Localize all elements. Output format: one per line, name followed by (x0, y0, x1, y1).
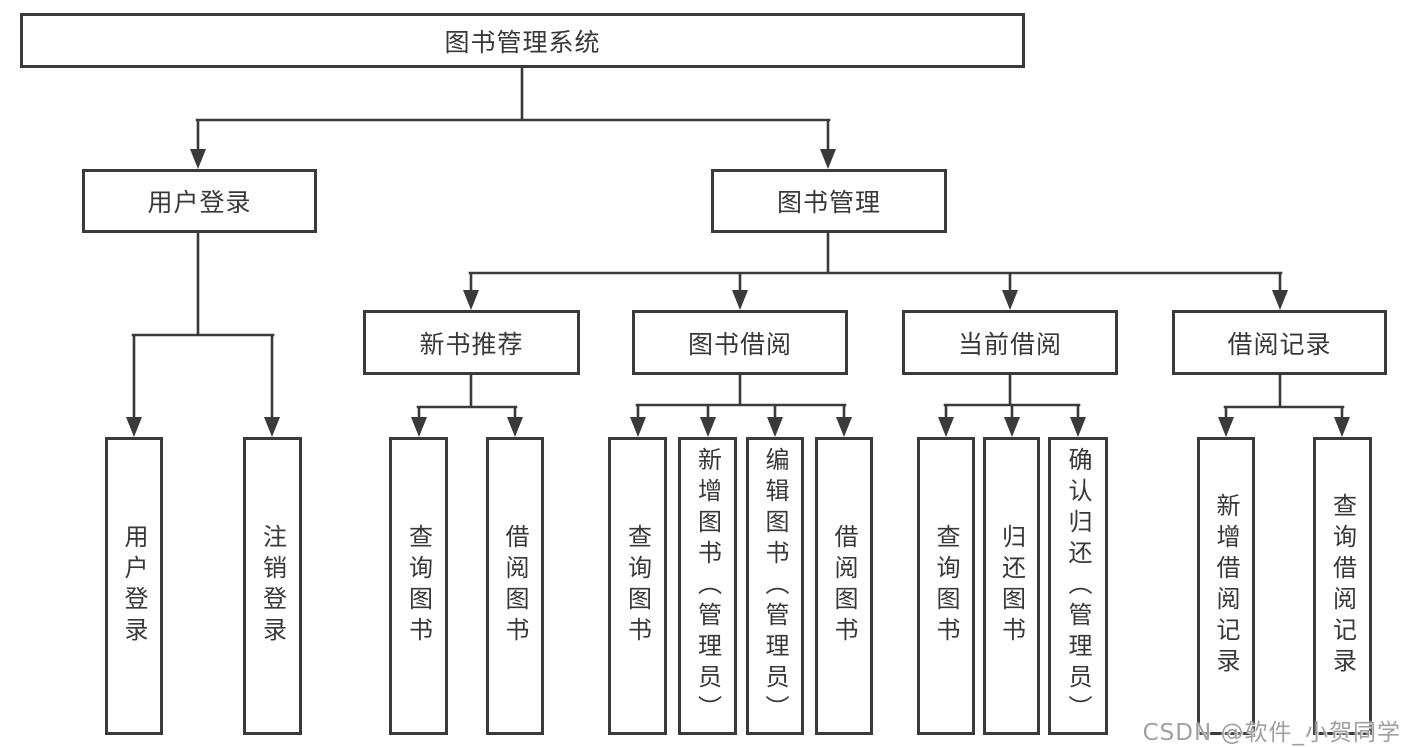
arrowhead-down-icon (938, 417, 954, 437)
leaf-query-books-current: 查询图书 (917, 437, 975, 735)
node-current-borrowing-label: 当前借阅 (957, 329, 1062, 359)
node-new-book-recommendation: 新书推荐 (363, 310, 580, 375)
arrowhead-down-icon (463, 290, 479, 310)
arrowhead-down-icon (820, 149, 836, 169)
connector-line (635, 373, 847, 421)
arrowhead-down-icon (190, 149, 206, 169)
leaf-query-books-borrowing: 查询图书 (608, 437, 667, 735)
leaf-borrow-books-recommend: 借阅图书 (486, 437, 544, 735)
leaf-add-borrow-record: 新增借阅记录 (1197, 437, 1255, 735)
leaf-confirm-return-admin-label: 确认归还（管理员） (1064, 446, 1092, 726)
node-root-label: 图书管理系统 (444, 27, 601, 57)
node-current-borrowing: 当前借阅 (902, 310, 1118, 375)
connector-line (131, 231, 275, 421)
arrowhead-down-icon (264, 417, 280, 437)
arrowhead-down-icon (767, 417, 783, 437)
connector-line (1223, 373, 1345, 421)
arrowhead-down-icon (1218, 417, 1234, 437)
leaf-return-books-label: 归还图书 (997, 524, 1026, 648)
watermark: CSDN @软件_小贺同学 (1142, 720, 1401, 746)
arrowhead-down-icon (1004, 417, 1020, 437)
node-user-login-label: 用户登录 (147, 188, 252, 217)
leaf-borrow-books-borrowing-label: 借阅图书 (830, 524, 858, 648)
leaf-query-books-recommend-label: 查询图书 (404, 524, 433, 648)
connector-line (468, 231, 1283, 294)
leaf-edit-book-admin: 编辑图书（管理员） (746, 437, 804, 735)
leaf-logout: 注销登录 (243, 437, 302, 735)
connector-line (195, 66, 831, 153)
leaf-user-login-label: 用户登录 (120, 524, 148, 648)
node-root: 图书管理系统 (20, 13, 1025, 68)
leaf-add-book-admin-label: 新增图书（管理员） (693, 446, 722, 726)
arrowhead-down-icon (630, 417, 646, 437)
arrowhead-down-icon (700, 417, 716, 437)
node-book-borrowing-label: 图书借阅 (687, 329, 792, 359)
leaf-edit-book-admin-label: 编辑图书（管理员） (761, 446, 789, 726)
arrowhead-down-icon (126, 417, 142, 437)
leaf-add-book-admin: 新增图书（管理员） (678, 437, 737, 735)
connector-line (416, 373, 518, 421)
leaf-query-books-borrowing-label: 查询图书 (623, 524, 652, 648)
arrowhead-down-icon (1272, 290, 1288, 310)
leaf-borrow-books-recommend-label: 借阅图书 (501, 524, 529, 648)
arrowhead-down-icon (507, 417, 523, 437)
leaf-query-books-recommend: 查询图书 (389, 437, 448, 735)
leaf-query-borrow-record: 查询借阅记录 (1313, 437, 1372, 735)
leaf-borrow-books-borrowing: 借阅图书 (815, 437, 873, 735)
arrowhead-down-icon (732, 290, 748, 310)
node-new-book-recommendation-label: 新书推荐 (419, 329, 524, 359)
node-book-management-label: 图书管理 (776, 188, 881, 217)
leaf-confirm-return-admin: 确认归还（管理员） (1048, 437, 1108, 735)
connector-line (943, 373, 1081, 421)
node-user-login: 用户登录 (82, 169, 317, 233)
leaf-query-books-current-label: 查询图书 (932, 524, 960, 648)
node-borrowing-records: 借阅记录 (1172, 310, 1387, 375)
arrowhead-down-icon (411, 417, 427, 437)
leaf-user-login: 用户登录 (105, 437, 163, 735)
node-book-borrowing: 图书借阅 (632, 310, 848, 375)
arrowhead-down-icon (836, 417, 852, 437)
leaf-add-borrow-record-label: 新增借阅记录 (1212, 493, 1240, 679)
node-book-management: 图书管理 (711, 169, 947, 233)
leaf-return-books: 归还图书 (983, 437, 1040, 735)
arrowhead-down-icon (1002, 290, 1018, 310)
leaf-logout-label: 注销登录 (258, 524, 287, 648)
leaf-query-borrow-record-label: 查询借阅记录 (1328, 493, 1357, 679)
node-borrowing-records-label: 借阅记录 (1227, 329, 1332, 359)
arrowhead-down-icon (1070, 417, 1086, 437)
arrowhead-down-icon (1334, 417, 1350, 437)
